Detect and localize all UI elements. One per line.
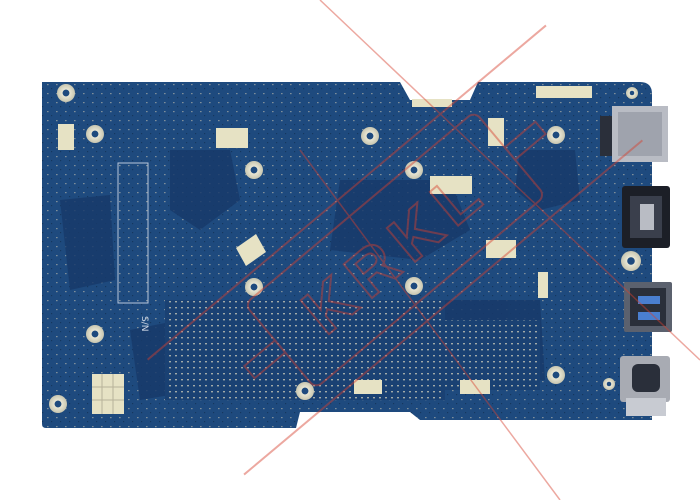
silkscreen-sn-label: S/N (139, 316, 149, 331)
screw-hole (626, 87, 638, 99)
usb-a-port (624, 282, 672, 332)
test-pads (58, 86, 592, 394)
screw-holes (49, 84, 641, 413)
grid-pad (92, 374, 124, 414)
screw-hole (49, 395, 67, 413)
screw-hole (405, 161, 423, 179)
screw-hole (296, 382, 314, 400)
screw-hole (361, 127, 379, 145)
screw-hole (245, 161, 263, 179)
screw-hole (86, 125, 104, 143)
screw-hole (547, 126, 565, 144)
screw-hole (245, 278, 263, 296)
usb-c-port (620, 356, 670, 416)
screw-hole (547, 366, 565, 384)
silkscreen-outline (117, 162, 149, 304)
microsd-slot (600, 106, 668, 162)
screw-hole (621, 251, 641, 271)
screw-hole (603, 378, 615, 390)
screw-hole (86, 325, 104, 343)
hdmi-port (622, 186, 670, 248)
screw-hole (57, 84, 75, 102)
screw-hole (405, 277, 423, 295)
